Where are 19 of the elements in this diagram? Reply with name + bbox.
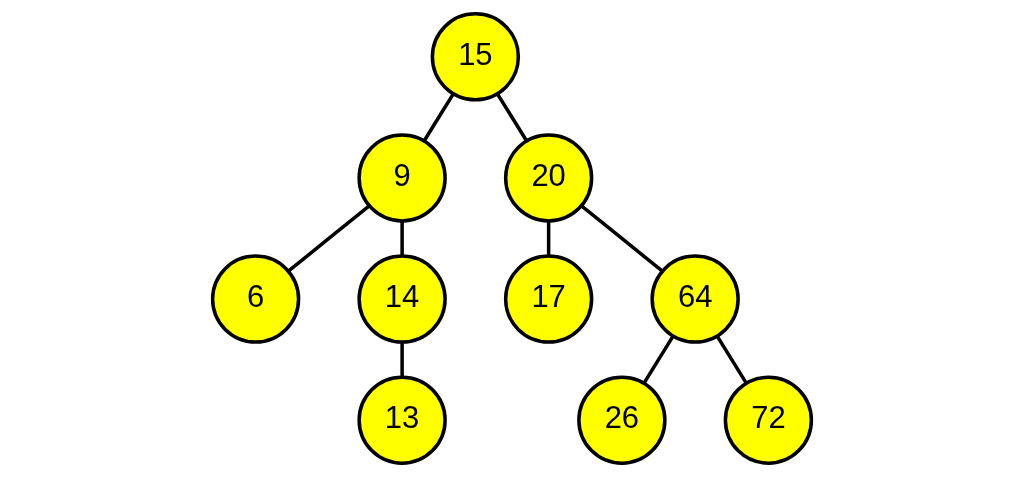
node-circle: 64	[650, 254, 740, 344]
node-circle: 13	[357, 375, 447, 465]
connector	[716, 335, 748, 385]
connector	[422, 93, 455, 142]
node-circle: 72	[723, 375, 814, 465]
connector	[642, 335, 675, 385]
connector	[287, 204, 371, 273]
node-circle: 15	[430, 12, 521, 102]
connector	[400, 221, 404, 256]
node-circle: 9	[357, 133, 447, 223]
connector	[546, 221, 551, 256]
node-circle: 20	[503, 133, 594, 223]
node-circle: 26	[577, 375, 667, 465]
connector	[496, 93, 529, 142]
node-circle: 14	[357, 254, 447, 344]
node-circle: 6	[210, 254, 301, 344]
connector	[400, 342, 404, 377]
connector	[580, 204, 664, 273]
node-circle: 17	[503, 254, 594, 344]
